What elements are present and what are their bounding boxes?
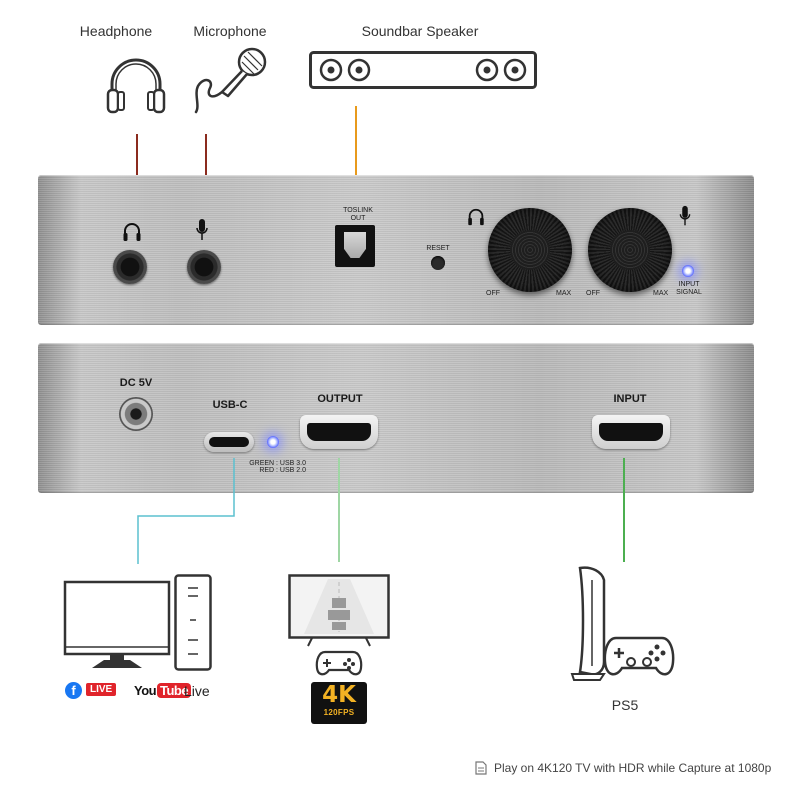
hdmi-output-port[interactable] [300,415,378,449]
facebook-icon: f [65,682,82,699]
headphone-port-icon [123,223,141,241]
microphone-label: Microphone [193,23,267,39]
gamepad-icon [315,650,363,676]
headphone-volume-knob[interactable] [488,208,572,292]
output-wire [338,458,340,562]
reset-button[interactable] [431,256,445,270]
pc-tower-icon [174,574,212,671]
headphone-jack[interactable] [113,250,147,284]
input-signal-label-1: INPUT [678,281,700,288]
badge-4k-text: 4K [322,682,356,708]
input-label: INPUT [613,393,647,405]
ps5-controller-icon [603,636,675,676]
4k-120fps-badge: 4K 120FPS [311,682,367,724]
usb-green-label: GREEN : USB 3.0 [249,460,306,467]
headphone-volume-icon [468,208,484,226]
mic-port-icon [196,219,208,240]
monitor-icon [63,580,171,668]
usb-led [267,436,279,448]
document-icon [475,761,487,775]
toslink-out-label: OUT [350,215,366,222]
badge-fps-text: 120FPS [323,708,355,717]
ps5-label: PS5 [611,697,639,713]
usb-wire [137,458,235,564]
knob1-max: MAX [556,290,572,297]
youtube-you-text: You [134,683,157,698]
microphone-icon [194,47,267,114]
dc-jack[interactable] [119,397,153,431]
knob2-max: MAX [653,290,669,297]
input-signal-label-2: SIGNAL [676,289,702,296]
ps5-console-icon [570,566,606,681]
toslink-label: TOSLINK [343,207,373,214]
output-label: OUTPUT [317,393,363,405]
facebook-live-badge: LIVE [86,683,117,696]
youtube-icon: Tube [157,683,192,698]
tv-icon [288,574,390,647]
youtube-live-text: Live [184,683,210,699]
toslink-port[interactable] [335,225,375,267]
footnote-text: Play on 4K120 TV with HDR while Capture … [494,761,772,775]
reset-label: RESET [426,245,450,252]
microphone-jack[interactable] [187,250,221,284]
usb-red-label: RED : USB 2.0 [259,467,306,474]
mic-volume-knob[interactable] [588,208,672,292]
knob2-off: OFF [586,290,600,297]
headphone-label: Headphone [79,23,153,39]
toslink-wire [355,106,357,222]
input-wire [623,458,625,562]
soundbar-icon [309,51,537,89]
hdmi-input-port[interactable] [592,415,670,449]
soundbar-label: Soundbar Speaker [361,23,479,39]
headphone-icon [106,58,166,114]
usbc-label: USB-C [212,399,248,411]
mic-volume-icon [679,205,691,226]
usbc-port[interactable] [204,432,254,452]
knob1-off: OFF [486,290,500,297]
input-signal-led [682,265,694,277]
dc-label: DC 5V [119,377,153,389]
